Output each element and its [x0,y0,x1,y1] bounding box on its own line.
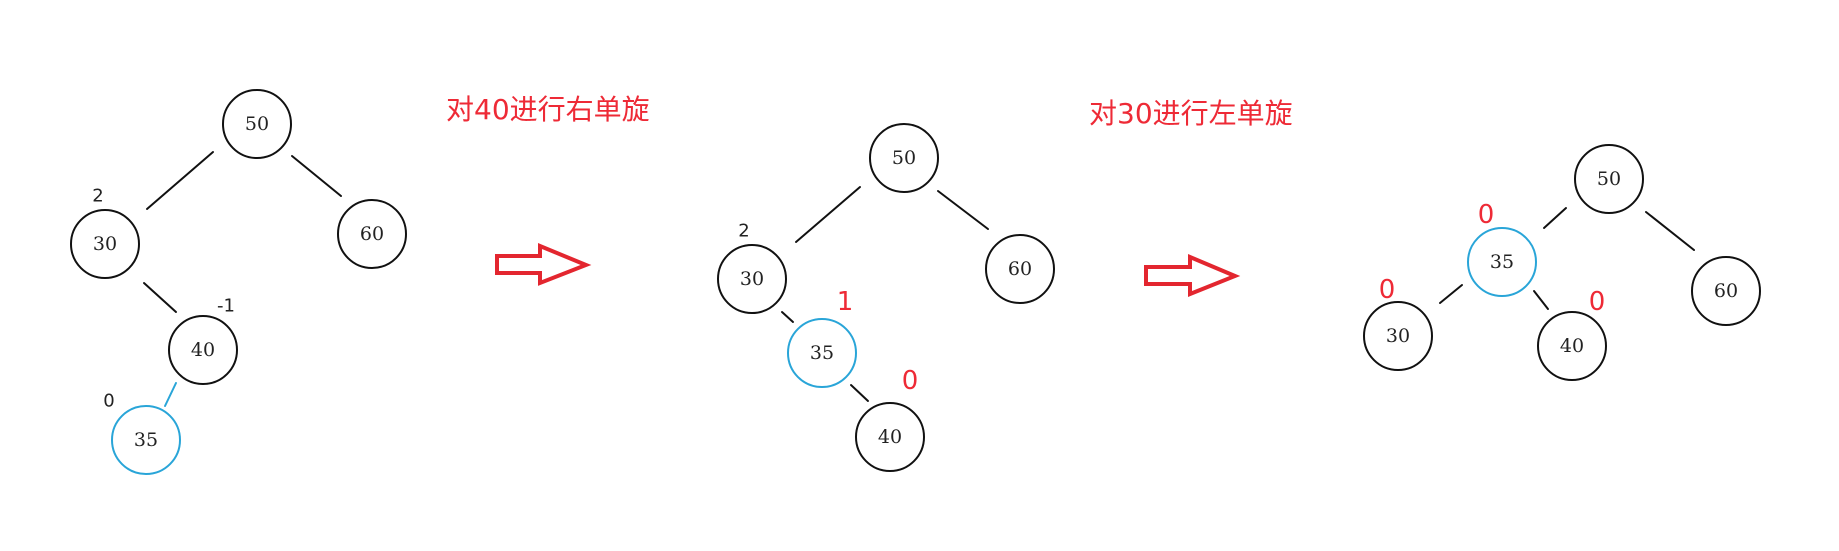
tree-after-node-35: 35 [1467,227,1537,297]
tree-middle-balance-factor-1: 1 [837,287,854,317]
tree-middle-balance-factor-2: 0 [902,366,919,396]
caption-left-rotation: 对30进行左单旋 [1089,97,1293,130]
tree-before-node-label-35: 35 [134,429,158,451]
tree-before-node-35: 35 [111,405,181,475]
tree-middle-node-label-60: 60 [1008,258,1032,280]
tree-before-node-circle-40 [168,315,238,385]
transition-arrow-2 [1144,253,1241,297]
arrows-layer [495,243,1241,297]
tree-after-node-label-40: 40 [1560,335,1584,357]
tree-before-node-circle-50 [222,89,292,159]
tree-middle-node-circle-40 [855,402,925,472]
tree-after-node-circle-50 [1574,144,1644,214]
tree-after-edge-2 [1439,284,1463,304]
tree-before-node-circle-60 [337,199,407,269]
tree-before-node-label-60: 60 [360,223,384,245]
tree-middle-edge-0 [795,186,861,243]
tree-before-balance-factor-2: 0 [103,391,114,412]
tree-middle-edge-2 [781,311,794,323]
transition-arrow-1 [495,243,592,286]
tree-after-node-circle-30 [1363,301,1433,371]
balance-factors-layer: 2 -1 0 2 1 0 0 0 0 [92,186,1605,412]
tree-after-node-circle-35 [1467,227,1537,297]
tree-after-node-60: 60 [1691,256,1761,326]
edges-layer [143,151,1695,407]
tree-middle-node-circle-50 [869,123,939,193]
tree-before-node-label-50: 50 [245,113,269,135]
tree-after-node-label-35: 35 [1490,251,1514,273]
tree-before-node-30: 30 [70,209,140,279]
tree-before-edge-0 [146,151,214,210]
tree-middle-node-circle-60 [985,234,1055,304]
tree-before-edge-3 [164,382,177,407]
tree-middle-node-label-35: 35 [810,342,834,364]
tree-before-edge-2 [143,282,177,313]
tree-after-node-30: 30 [1363,301,1433,371]
tree-middle-node-label-30: 30 [740,268,764,290]
tree-after-node-circle-60 [1691,256,1761,326]
tree-middle-node-40: 40 [855,402,925,472]
tree-after-balance-factor-2: 0 [1589,287,1606,317]
tree-middle-node-30: 30 [717,244,787,314]
tree-middle-edge-1 [937,190,989,230]
tree-middle-node-circle-30 [717,244,787,314]
tree-after-node-50: 50 [1574,144,1644,214]
tree-before-node-40: 40 [168,315,238,385]
tree-after-node-circle-40 [1537,311,1607,381]
tree-after-balance-factor-1: 0 [1379,275,1396,305]
tree-after-node-label-60: 60 [1714,280,1738,302]
caption-right-rotation: 对40进行右单旋 [446,93,650,126]
tree-middle-node-label-40: 40 [878,426,902,448]
tree-before-balance-factor-1: -1 [217,296,235,317]
tree-after-node-40: 40 [1537,311,1607,381]
tree-before-node-60: 60 [337,199,407,269]
tree-before-node-label-40: 40 [191,339,215,361]
tree-before-node-circle-35 [111,405,181,475]
tree-after-balance-factor-0: 0 [1478,200,1495,230]
tree-after-edge-3 [1533,290,1549,310]
tree-middle-node-label-50: 50 [892,147,916,169]
tree-after-node-label-50: 50 [1597,168,1621,190]
tree-middle-node-circle-35 [787,318,857,388]
tree-after-node-label-30: 30 [1386,325,1410,347]
tree-middle-edge-3 [850,384,869,402]
nodes-layer: 50 30 60 40 35 50 30 60 35 40 50 35 60 30 40 [70,89,1761,475]
tree-after-edge-1 [1645,211,1695,251]
tree-middle-node-60: 60 [985,234,1055,304]
tree-before-node-circle-30 [70,209,140,279]
tree-after-edge-0 [1543,207,1567,229]
tree-middle-node-35: 35 [787,318,857,388]
tree-before-node-label-30: 30 [93,233,117,255]
tree-before-node-50: 50 [222,89,292,159]
tree-middle-node-50: 50 [869,123,939,193]
tree-middle-balance-factor-0: 2 [738,221,749,242]
tree-before-edge-1 [291,155,342,197]
tree-before-balance-factor-0: 2 [92,186,103,207]
